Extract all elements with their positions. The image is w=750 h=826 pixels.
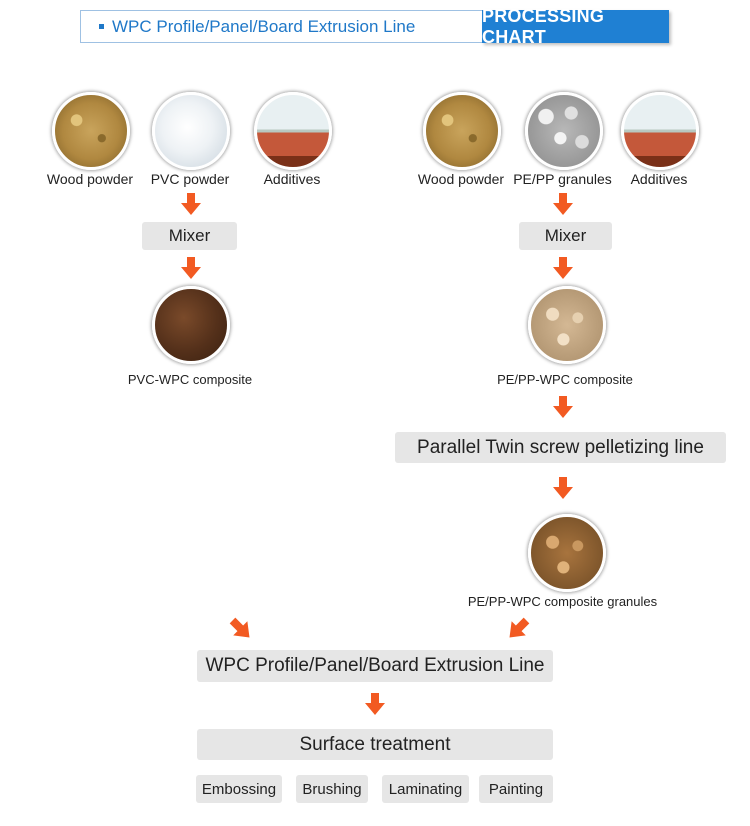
material-label: Wood powder — [46, 171, 134, 187]
composite-label: PE/PP-WPC composite — [497, 372, 633, 387]
mixer-box: Mixer — [519, 222, 612, 250]
down-arrow-icon — [553, 193, 573, 215]
material-label: Additives — [263, 171, 321, 187]
pvc-wpc-composite-image — [152, 286, 230, 364]
down-arrow-icon — [365, 693, 385, 715]
diagonal-arrow-icon — [228, 616, 254, 642]
pelletizing-line-box: Parallel Twin screw pelletizing line — [395, 432, 726, 463]
down-arrow-icon — [553, 257, 573, 279]
additives-image — [621, 92, 699, 170]
extrusion-line-box: WPC Profile/Panel/Board Extrusion Line — [197, 650, 553, 682]
granules-label: PE/PP-WPC composite granules — [467, 594, 658, 609]
pvc-powder-image — [152, 92, 230, 170]
material-label: PVC powder — [150, 171, 230, 187]
surface-treatment-box: Surface treatment — [197, 729, 553, 760]
material-label: Additives — [630, 171, 688, 187]
wood-powder-image — [423, 92, 501, 170]
composite-label: PVC-WPC composite — [127, 372, 253, 387]
additives-image — [254, 92, 332, 170]
bullet-icon — [99, 24, 104, 29]
pe-pp-granules-image — [525, 92, 603, 170]
material-label: Wood powder — [417, 171, 505, 187]
down-arrow-icon — [553, 477, 573, 499]
wood-powder-image — [52, 92, 130, 170]
chart-title: WPC Profile/Panel/Board Extrusion Line — [112, 16, 416, 36]
down-arrow-icon — [553, 396, 573, 418]
mixer-box: Mixer — [142, 222, 237, 250]
material-label: PE/PP granules — [513, 171, 612, 187]
chart-title-bar: WPC Profile/Panel/Board Extrusion Line — [80, 10, 482, 43]
treatment-brushing: Brushing — [296, 775, 368, 803]
down-arrow-icon — [181, 193, 201, 215]
treatment-embossing: Embossing — [196, 775, 282, 803]
treatment-laminating: Laminating — [382, 775, 469, 803]
treatment-painting: Painting — [479, 775, 553, 803]
pe-pp-wpc-granules-image — [528, 514, 606, 592]
diagonal-arrow-icon — [505, 616, 531, 642]
down-arrow-icon — [181, 257, 201, 279]
pe-pp-wpc-composite-image — [528, 286, 606, 364]
processing-chart-tag: PROCESSING CHART — [482, 6, 669, 47]
